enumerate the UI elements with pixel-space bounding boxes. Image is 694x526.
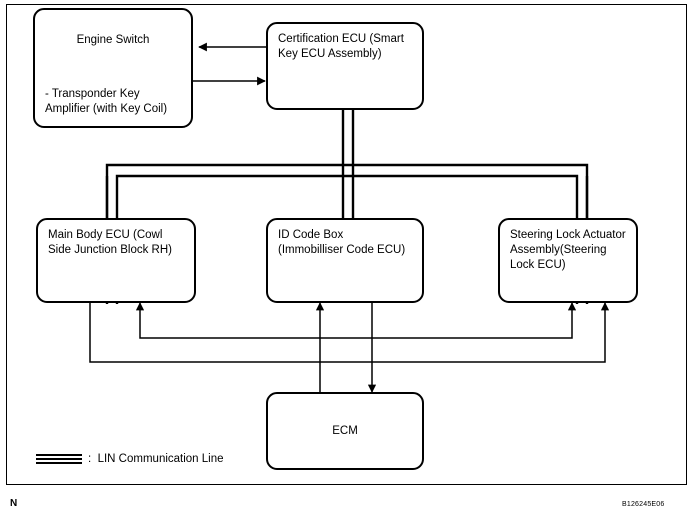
- arrow-steering-to-id: [320, 302, 577, 339]
- node-main-body-ecu[interactable]: Main Body ECU (Cowl Side Junction Block …: [36, 218, 196, 303]
- arrow-id-to-mainbody: [135, 302, 320, 339]
- lin-bus-triple-line-icon: [36, 453, 82, 465]
- node-id-code-box[interactable]: ID Code Box (Immobilliser Code ECU): [266, 218, 424, 303]
- ecm-label: ECM: [332, 424, 358, 437]
- node-certification-ecu[interactable]: Certification ECU (Smart Key ECU Assembl…: [266, 22, 424, 110]
- engine-switch-detail: - Transponder Key Amplifier (with Key Co…: [45, 88, 168, 115]
- diagram-border: [6, 4, 687, 485]
- node-engine-switch[interactable]: Engine Switch - Transponder Key Amplifie…: [33, 8, 193, 128]
- corner-mark: N: [10, 498, 18, 509]
- legend-separator: :: [88, 453, 92, 465]
- legend: : LIN Communication Line: [36, 448, 224, 470]
- node-steering-lock-actuator[interactable]: Steering Lock Actuator Assembly(Steering…: [498, 218, 638, 303]
- engine-switch-title: Engine Switch: [76, 34, 150, 46]
- node-ecm[interactable]: ECM: [266, 392, 424, 470]
- legend-description: LIN Communication Line: [97, 453, 224, 465]
- legend-label: : LIN Communication Line: [88, 453, 224, 465]
- spacer: [45, 63, 181, 72]
- reference-code: B126245E06: [622, 501, 665, 508]
- arrow-mainbody-to-steering: [89, 302, 610, 363]
